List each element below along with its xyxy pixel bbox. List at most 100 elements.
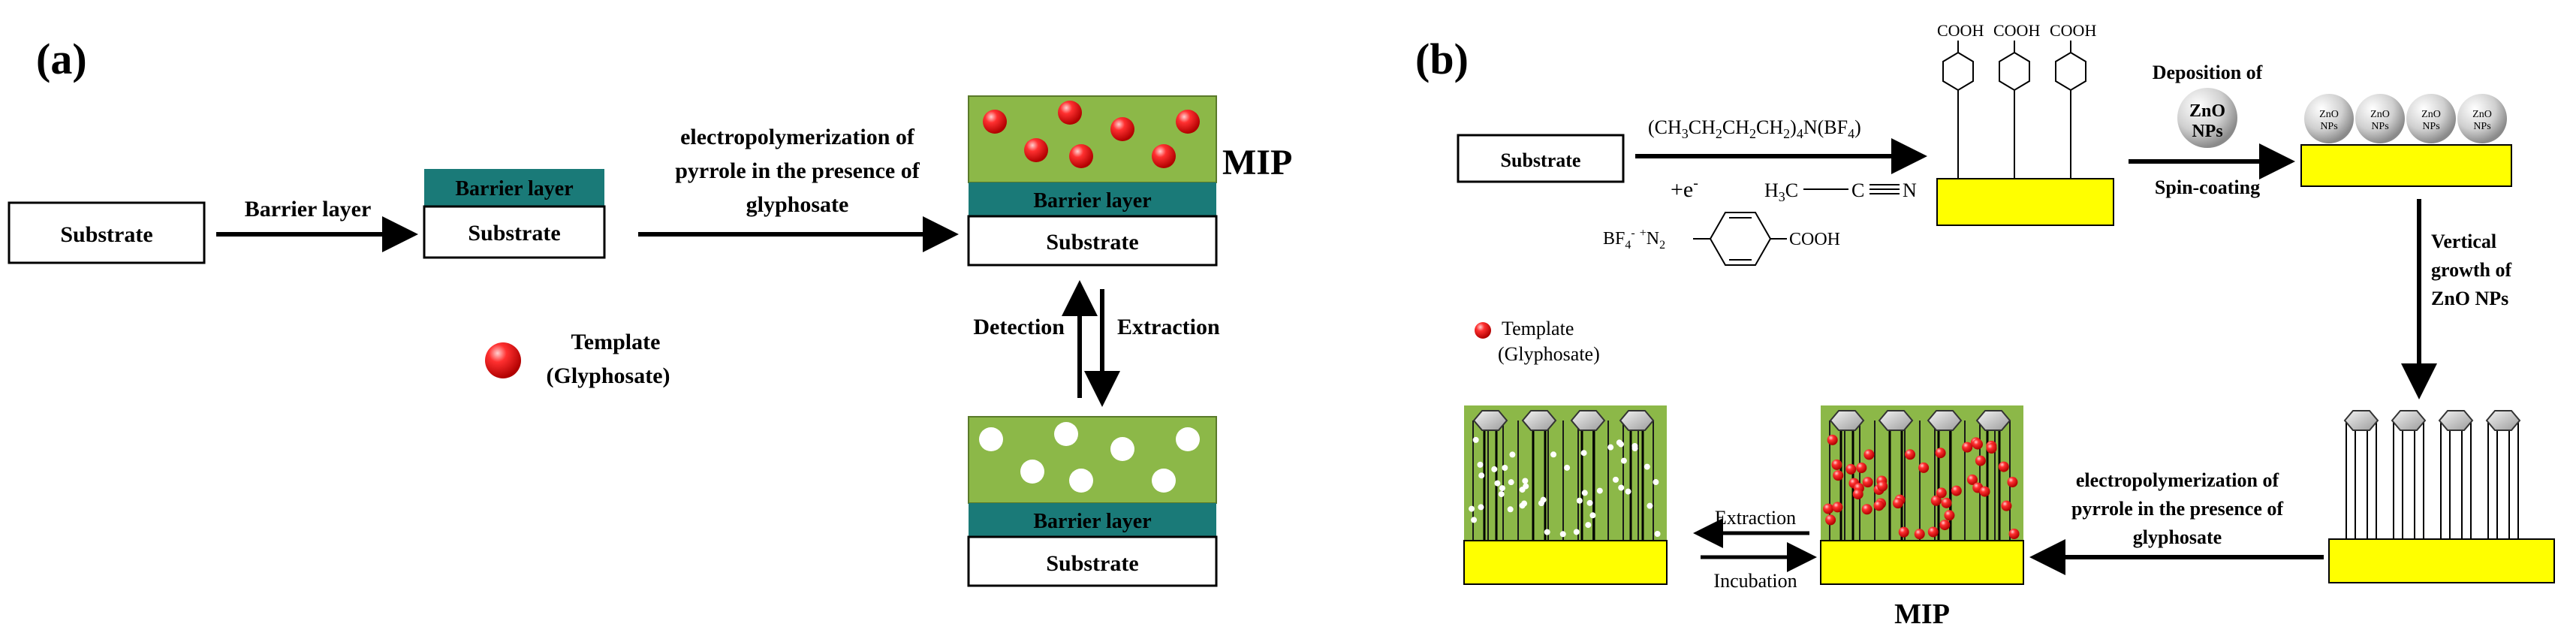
template-molecule <box>1939 520 1951 531</box>
a-extraction-label: Extraction <box>1117 315 1220 339</box>
cavity <box>979 427 1003 451</box>
b-zno-l1: ZnO <box>2189 101 2225 121</box>
cavity <box>1631 445 1638 452</box>
cavity <box>1508 479 1514 486</box>
template-molecule <box>1825 514 1836 526</box>
a-detection-label: Detection <box>973 315 1065 339</box>
nanorod-cap <box>1878 410 1914 431</box>
zno-np-text: ZnO <box>2421 109 2441 120</box>
zno-np-text: ZnO <box>2472 109 2492 120</box>
cavity <box>1607 444 1614 451</box>
zno-np-text: NPs <box>2320 121 2337 132</box>
cavity <box>1647 502 1653 509</box>
template-molecule <box>1975 455 1986 466</box>
cavity <box>1550 451 1557 458</box>
zno-np-text: ZnO <box>2319 109 2339 120</box>
cavity <box>1538 500 1544 507</box>
template-sphere <box>1110 117 1134 141</box>
template-sphere <box>1152 144 1176 168</box>
template-molecule <box>1845 463 1857 475</box>
template-molecule <box>1833 470 1844 481</box>
panel-a-label: (a) <box>36 35 87 83</box>
cavity <box>1478 472 1485 479</box>
cavity <box>1576 497 1583 504</box>
a-mip-stack: Barrier layer Substrate <box>967 95 1218 267</box>
nanorod-cap <box>2438 410 2474 431</box>
nanorod <box>2393 420 2424 540</box>
a-substrate2-text: Substrate <box>468 221 560 246</box>
cavity <box>1625 488 1631 495</box>
a-bottom-barrier-text: Barrier layer <box>1033 510 1151 533</box>
b-acetonitrile-c: C <box>1851 179 1864 201</box>
nanorod <box>2440 420 2472 540</box>
template-molecule <box>1962 442 1973 453</box>
cavity <box>1586 499 1593 506</box>
zno-np-text: ZnO <box>2370 109 2390 120</box>
a-mip-barrier-text: Barrier layer <box>1033 189 1151 213</box>
a-template-l1: Template <box>571 330 661 354</box>
zno-np-text: NPs <box>2371 121 2388 132</box>
cavity <box>1498 491 1505 498</box>
cavity <box>1020 460 1044 484</box>
template-molecule <box>1898 526 1909 538</box>
b-cooh1: COOH <box>1937 21 1984 40</box>
nanorod <box>2487 420 2519 540</box>
cavity <box>1559 531 1566 538</box>
b-mip-label: MIP <box>1894 598 1950 630</box>
template-molecule <box>1856 462 1867 473</box>
cavity <box>1507 506 1514 513</box>
a-step2-line2: pyrrole in the presence of <box>675 158 920 183</box>
cavity <box>1618 441 1625 448</box>
a-mip-substrate-text: Substrate <box>1046 230 1138 255</box>
template-molecule <box>1998 461 2009 472</box>
b-substrate-text: Substrate <box>1501 149 1581 171</box>
template-sphere <box>1069 144 1093 168</box>
template-molecule <box>1972 439 1984 450</box>
cavity <box>1502 464 1508 471</box>
b-mip-array <box>1820 405 2024 585</box>
a-substrate-text: Substrate <box>60 222 152 247</box>
a-step1-label: Barrier layer <box>245 197 372 222</box>
b-spin-label: Spin-coating <box>2155 176 2260 198</box>
b-grafted-substrate: COOH COOH COOH <box>1936 21 2114 226</box>
b-zno-substrate: ZnO NPs ZnO NPs ZnO NPs ZnO NPs <box>2300 94 2512 187</box>
b-electro-l2: pyrrole in the presence of <box>2071 498 2283 520</box>
cavity <box>1618 484 1625 491</box>
nanorod-cap <box>2391 410 2427 431</box>
template-molecule <box>1823 503 1834 514</box>
b-vertical-l1: Vertical <box>2431 231 2496 252</box>
cavity <box>1644 463 1650 470</box>
template-molecule <box>2001 500 2012 511</box>
cavity <box>1612 476 1619 483</box>
template-molecule <box>1979 486 1990 497</box>
zno-np-text: NPs <box>2473 121 2490 132</box>
nanorod-cap <box>2343 410 2379 431</box>
b-electro-l1: electropolymerization of <box>2076 469 2279 491</box>
cavity <box>1585 522 1592 529</box>
nanorod-cap <box>1619 410 1655 431</box>
b-vertical-l3: ZnO NPs <box>2431 288 2508 309</box>
zno-np <box>2304 94 2354 143</box>
template-sphere <box>1058 101 1082 125</box>
zno-np-icon <box>2177 88 2237 148</box>
a-barrier-text: Barrier layer <box>455 177 573 200</box>
cavity <box>1509 451 1516 458</box>
template-legend-sphere <box>485 342 521 378</box>
b-nanorod-array <box>2328 410 2555 583</box>
b-extraction-label: Extraction <box>1715 507 1796 529</box>
cavity <box>1523 483 1529 490</box>
template-molecule <box>1966 474 1978 485</box>
template-molecule <box>1905 449 1916 460</box>
b-acetonitrile-n: N <box>1903 179 1917 201</box>
cavity <box>1522 478 1529 484</box>
template-sphere <box>1024 138 1048 162</box>
b-substrate-box: Substrate <box>1457 134 1625 183</box>
zno-np-text: NPs <box>2422 121 2439 132</box>
cavity <box>1176 427 1200 451</box>
nanorod-cap <box>2485 410 2521 431</box>
template-molecule <box>1936 487 1947 499</box>
cavity <box>1519 502 1526 509</box>
a-template-l2: (Glyphosate) <box>547 363 670 388</box>
